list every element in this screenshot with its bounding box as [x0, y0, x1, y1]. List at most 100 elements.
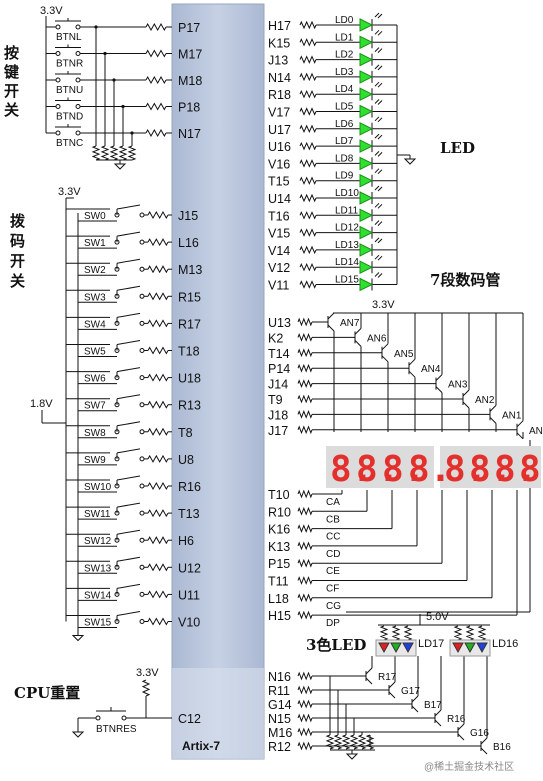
- led-diode: [359, 70, 374, 84]
- wire: [408, 358, 416, 366]
- contact: [139, 320, 145, 326]
- resistor: [127, 145, 137, 161]
- wire: [365, 667, 373, 675]
- led-diode: [359, 243, 374, 257]
- led-label: LD8: [335, 153, 354, 164]
- resistor: [297, 671, 313, 681]
- fpga-chip: [171, 3, 265, 760]
- contact: [139, 239, 145, 245]
- rgb-pin: N15: [268, 712, 291, 726]
- contact: [139, 564, 145, 570]
- resistor: [299, 20, 317, 30]
- wire: [116, 394, 141, 400]
- svg-text:码: 码: [10, 232, 25, 250]
- junction: [94, 25, 98, 29]
- button-label: BTNC: [56, 138, 83, 149]
- seg-digit: 8.: [494, 449, 537, 490]
- wire: [116, 475, 141, 481]
- wire: [374, 81, 380, 87]
- resistor: [299, 262, 317, 272]
- led-pin: R18: [268, 88, 291, 102]
- led-label: LD0: [335, 15, 354, 26]
- resistor: [297, 576, 313, 585]
- resistor: [145, 49, 167, 58]
- vcc33-switches: 3.3V: [58, 186, 81, 198]
- anode-pin: J14: [268, 378, 288, 392]
- button-label: BTND: [56, 112, 83, 123]
- cathode-pin: K16: [268, 523, 290, 537]
- cathode-pin: K13: [268, 540, 290, 554]
- wire: [116, 285, 141, 291]
- resistor: [145, 102, 167, 111]
- chip-bottom-light: [172, 668, 264, 759]
- wire: [377, 273, 383, 278]
- wire: [434, 719, 442, 727]
- resistor: [147, 319, 169, 328]
- contact: [55, 77, 61, 83]
- anode-label: AN6: [367, 333, 387, 344]
- seg-digit: 8.: [382, 449, 425, 490]
- led-label: LD10: [335, 188, 359, 199]
- led-label: LD9: [335, 171, 354, 182]
- resistor: [325, 734, 335, 750]
- anode-pin: T14: [268, 347, 290, 361]
- rgb-label: G17: [401, 686, 420, 697]
- cathode-pin: T11: [268, 575, 289, 589]
- resistor: [147, 292, 169, 301]
- led-label: LD2: [335, 50, 354, 61]
- svg-text:拨: 拨: [10, 212, 26, 230]
- button-pin: M18: [178, 74, 202, 88]
- wire: [377, 221, 383, 226]
- svg-text:开: 开: [10, 252, 25, 270]
- section-rgb-label: 3色LED: [306, 636, 366, 654]
- static-wiring: [41, 12, 531, 760]
- led-label: LD6: [335, 119, 354, 130]
- switch-label: SW9: [84, 455, 106, 466]
- rgb-label: G16: [470, 728, 489, 739]
- led-diode: [359, 156, 374, 171]
- resistor: [297, 524, 313, 533]
- ground-symbol: [71, 635, 85, 642]
- wire: [374, 133, 380, 139]
- anode-label: AN0: [529, 426, 543, 437]
- cathode-pin: H15: [268, 609, 291, 623]
- wire: [354, 328, 362, 335]
- switch-label: SW7: [84, 401, 106, 412]
- switch-pin: R15: [178, 290, 201, 304]
- wire: [377, 65, 383, 71]
- resistor: [147, 238, 169, 247]
- resistor: [297, 713, 313, 723]
- switch-label: SW0: [84, 211, 106, 222]
- wire: [411, 695, 419, 703]
- wire: [377, 117, 383, 123]
- wire: [377, 13, 383, 19]
- wire: [462, 389, 470, 397]
- section-switches-label: 拨 码 开 关: [10, 212, 26, 290]
- switch-label: SW13: [84, 563, 112, 574]
- resistor: [147, 536, 169, 545]
- wire: [374, 220, 380, 225]
- wire: [374, 272, 380, 277]
- resistor: [145, 75, 167, 85]
- switch-pin: H6: [178, 534, 194, 548]
- switch-label: SW8: [84, 428, 106, 439]
- rgb-pin: R12: [268, 740, 291, 754]
- wire: [377, 30, 383, 36]
- led-diode: [359, 173, 374, 188]
- anode-pin: J17: [268, 424, 288, 438]
- switch-pin: J15: [178, 209, 198, 223]
- led-pin: K15: [268, 36, 290, 50]
- resistor: [357, 734, 367, 750]
- led-diode: [359, 139, 374, 153]
- wire: [374, 12, 380, 18]
- rgb-label: R16: [447, 714, 466, 725]
- anode-label: AN2: [475, 395, 495, 406]
- contact: [139, 293, 145, 299]
- led-pin: V17: [268, 106, 290, 120]
- rgb-pin: R11: [268, 684, 290, 698]
- resistor: [349, 734, 359, 750]
- resistor: [333, 734, 343, 750]
- switch-pin: M13: [178, 263, 202, 277]
- led-label: LD7: [335, 136, 354, 147]
